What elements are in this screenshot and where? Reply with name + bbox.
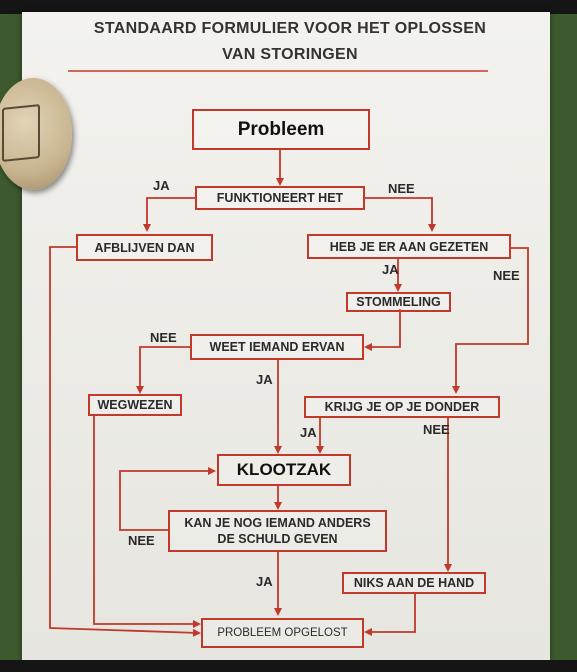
node-weet-iemand-ervan: WEET IEMAND ERVAN xyxy=(190,334,364,360)
node-wegwezen: WEGWEZEN xyxy=(88,394,182,416)
label-ja-afblijven: JA xyxy=(153,178,170,193)
title-underline xyxy=(68,70,488,72)
node-functioneert-het: FUNKTIONEERT HET xyxy=(195,186,365,210)
label-nee-niks: NEE xyxy=(423,422,450,437)
paper-sheet xyxy=(22,12,550,660)
node-klootzak: KLOOTZAK xyxy=(217,454,351,486)
label-ja-klootzak: JA xyxy=(256,372,273,387)
label-nee-schuld: NEE xyxy=(128,533,155,548)
node-probleem: Probleem xyxy=(192,109,370,150)
node-afblijven-dan: AFBLIJVEN DAN xyxy=(76,234,213,261)
node-stommeling: STOMMELING xyxy=(346,292,451,312)
label-nee-donder: NEE xyxy=(493,268,520,283)
schuld-line-2: DE SCHULD GEVEN xyxy=(217,532,338,546)
cork-pushpin-icon xyxy=(0,78,72,190)
node-heb-je-er-aan-gezeten: HEB JE ER AAN GEZETEN xyxy=(307,234,511,259)
node-schuld-geven: KAN JE NOG IEMAND ANDERS DE SCHULD GEVEN xyxy=(168,510,387,552)
title-line-1: STANDAARD FORMULIER VOOR HET OPLOSSEN xyxy=(93,20,487,37)
label-ja-stommeling: JA xyxy=(382,262,399,277)
label-nee-gezeten: NEE xyxy=(388,181,415,196)
label-ja-donder: JA xyxy=(300,425,317,440)
node-niks-aan-de-hand: NIKS AAN DE HAND xyxy=(342,572,486,594)
label-nee-wegwezen: NEE xyxy=(150,330,177,345)
node-krijg-je-op-je-donder: KRIJG JE OP JE DONDER xyxy=(304,396,500,418)
label-ja-opgelost: JA xyxy=(256,574,273,589)
schuld-line-1: KAN JE NOG IEMAND ANDERS xyxy=(184,516,371,530)
top-frame-edge xyxy=(0,0,577,14)
bottom-frame-edge xyxy=(0,660,577,672)
title-line-2: VAN STORINGEN xyxy=(222,46,358,63)
node-probleem-opgelost: PROBLEEM OPGELOST xyxy=(201,618,364,648)
